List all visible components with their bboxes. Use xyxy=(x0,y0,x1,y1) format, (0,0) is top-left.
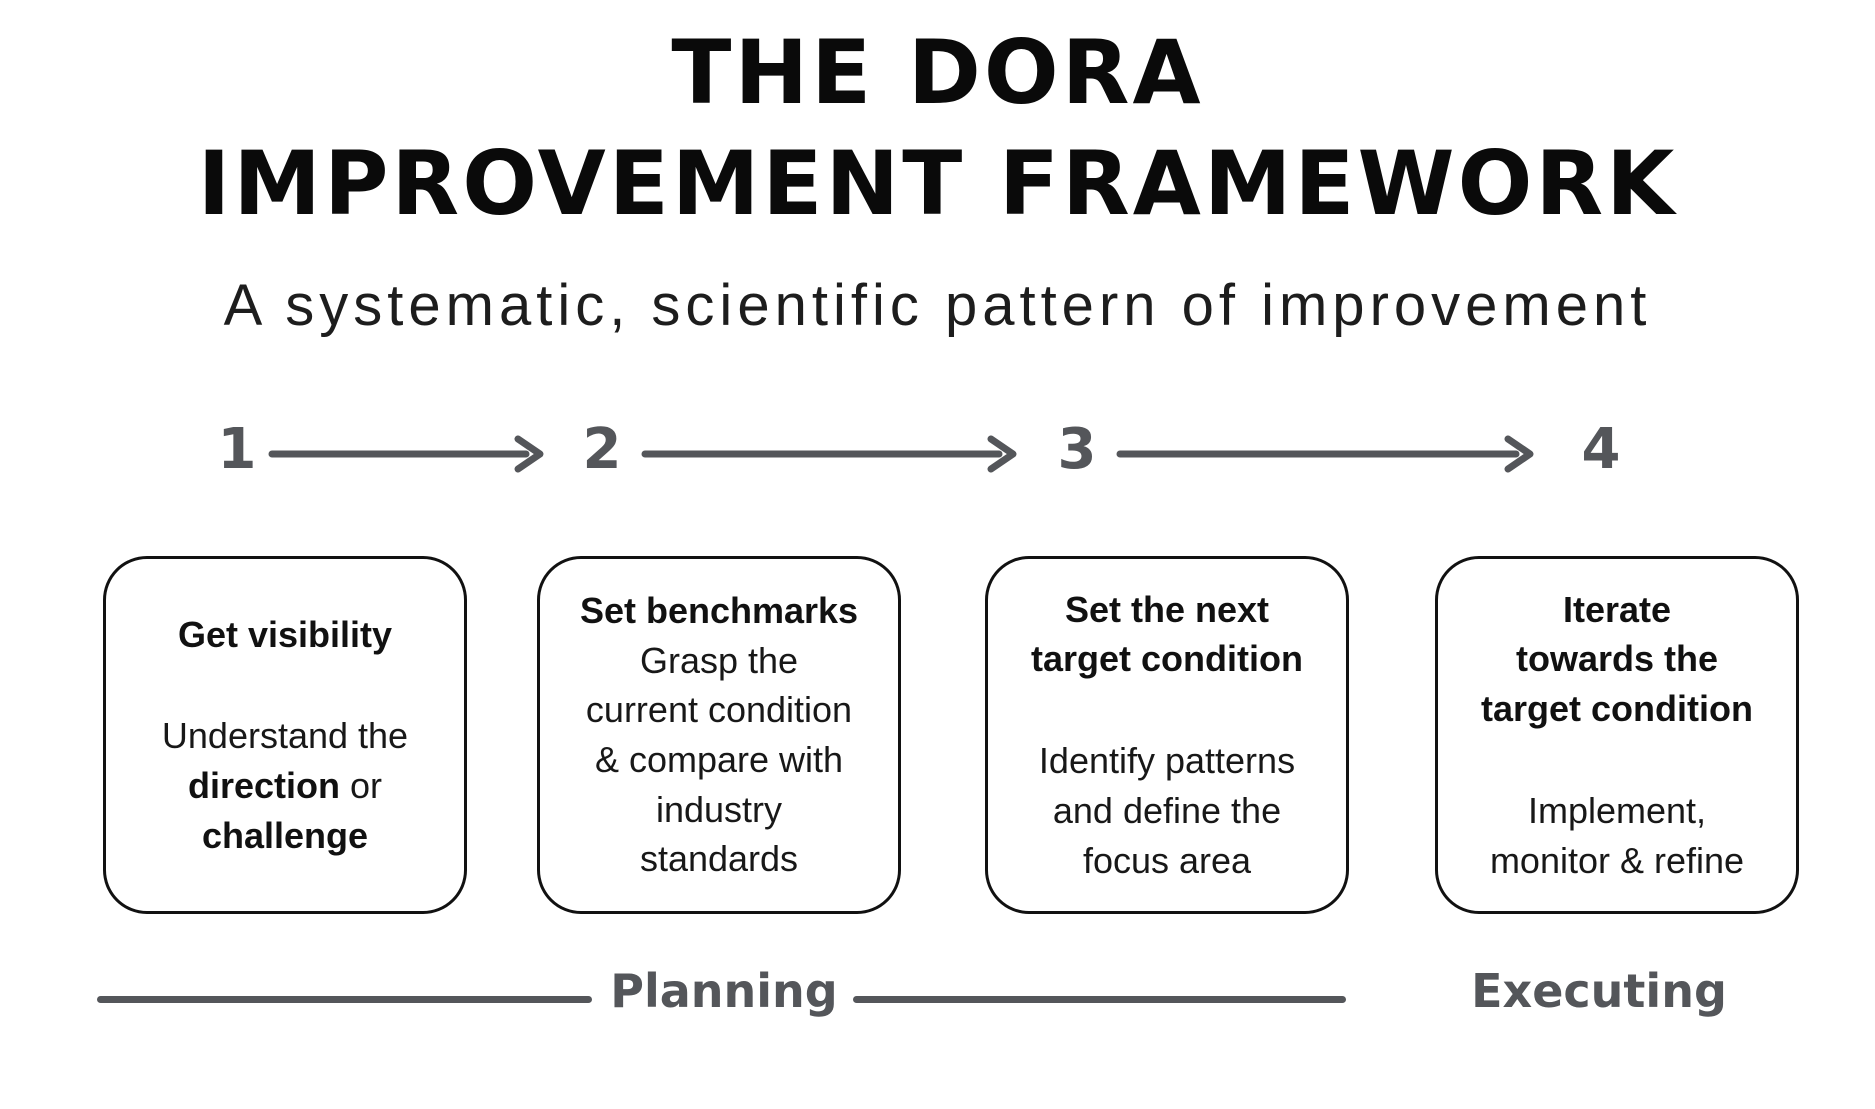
body-text: focus area xyxy=(1082,839,1252,881)
step-card-title-line: target condition xyxy=(1031,638,1303,680)
step-card-set-next-target-condition: Set the next target condition Identify p… xyxy=(985,556,1349,914)
body-line: Implement, xyxy=(1490,786,1744,836)
body-text: standards xyxy=(639,838,799,880)
body-text: or xyxy=(339,765,382,806)
step-card-body: Implement, monitor & refine xyxy=(1490,786,1744,885)
step-card-title: Get visibility xyxy=(178,610,392,660)
body-line: challenge xyxy=(162,811,408,861)
step-number-2: 2 xyxy=(582,417,622,482)
body-text: & compare with xyxy=(594,739,844,780)
step-card-title-line: towards the xyxy=(1515,638,1719,680)
body-line: Grasp the xyxy=(586,636,852,686)
step-card-title-line: Iterate xyxy=(1562,588,1672,630)
body-line: standards xyxy=(586,834,852,884)
body-line: focus area xyxy=(1039,836,1295,886)
step-number-4: 4 xyxy=(1581,417,1621,482)
body-line: current condition xyxy=(586,685,852,735)
body-text: current condition xyxy=(585,689,853,731)
step-card-title-line: Set benchmarks xyxy=(579,589,859,631)
planning-phase-line-right xyxy=(853,996,1346,1003)
page-title: THE DORA IMPROVEMENT FRAMEWORK xyxy=(0,18,1875,240)
body-line: & compare with xyxy=(586,735,852,785)
step-card-title-line: target condition xyxy=(1481,688,1753,730)
arrow-right-icon xyxy=(641,435,1017,473)
step-card-title-line: Set the next xyxy=(1064,588,1270,630)
body-line: industry xyxy=(586,785,852,835)
step-card-get-visibility: Get visibility Understand the direction … xyxy=(103,556,467,914)
body-line: Identify patterns xyxy=(1039,736,1295,786)
body-text: Implement, xyxy=(1527,789,1707,831)
page-title-line-1: THE DORA xyxy=(671,21,1204,124)
page-subtitle: A systematic, scientific pattern of impr… xyxy=(223,273,1652,338)
body-text: Identify patterns xyxy=(1038,740,1296,782)
body-text: Grasp the xyxy=(639,639,799,681)
body-text: industry xyxy=(655,788,783,830)
step-card-iterate-towards-target: Iterate towards the target condition Imp… xyxy=(1435,556,1799,914)
step-number-1: 1 xyxy=(217,417,257,482)
step-card-body: Identify patterns and define the focus a… xyxy=(1039,736,1295,885)
step-card-title: Iterate towards the target condition xyxy=(1481,585,1753,734)
step-card-title: Set the next target condition xyxy=(1031,585,1303,684)
body-text: monitor & refine xyxy=(1489,839,1745,881)
body-text-bold: challenge xyxy=(201,814,369,856)
body-line: monitor & refine xyxy=(1490,836,1744,886)
body-line: direction or xyxy=(162,761,408,811)
executing-phase-label: Executing xyxy=(1471,964,1727,1018)
planning-phase-line-left xyxy=(97,996,592,1003)
page-title-line-2: IMPROVEMENT FRAMEWORK xyxy=(197,131,1678,235)
arrow-right-icon xyxy=(1116,435,1534,473)
body-line: Understand the xyxy=(162,711,408,761)
step-card-set-benchmarks: Set benchmarks Grasp the current conditi… xyxy=(537,556,901,914)
body-text: and define the xyxy=(1052,789,1282,831)
arrow-right-icon xyxy=(268,435,544,473)
step-card-body: Grasp the current condition & compare wi… xyxy=(586,636,852,884)
planning-phase-label: Planning xyxy=(610,964,838,1018)
step-card-title-line: Get visibility xyxy=(177,613,393,655)
body-text-bold: direction xyxy=(187,765,340,806)
step-number-3: 3 xyxy=(1057,417,1097,482)
body-text: Understand the xyxy=(161,715,409,757)
step-card-title: Set benchmarks xyxy=(580,586,858,636)
step-card-body: Understand the direction or challenge xyxy=(162,711,408,860)
body-line: and define the xyxy=(1039,786,1295,836)
